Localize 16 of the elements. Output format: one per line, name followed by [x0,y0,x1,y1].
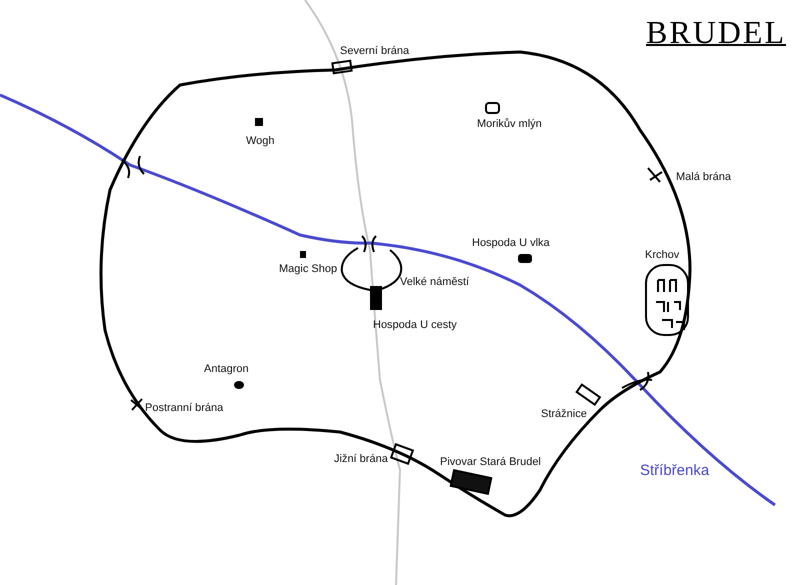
place-label: Morikův mlýn [477,118,542,131]
place-label: Velké náměstí [400,276,470,289]
place-label: Antagron [204,363,249,376]
place-label: Strážnice [541,408,587,421]
river-label: Stříbřenka [640,462,710,480]
place-label: Pivovar Stará Brudel [440,456,541,469]
place-label: Wogh [246,135,275,148]
place-label: Krchov [645,249,680,262]
place-label: Hospoda U vlka [472,237,550,250]
map-title: BRUDEL [646,14,786,50]
place-label: Jižní brána [334,453,388,466]
place-label: Hospoda U cesty [373,319,457,332]
place-label: Malá brána [676,171,732,184]
place-label: Severní brána [340,45,410,58]
place-label: Postranní brána [145,402,224,415]
place-label: Magic Shop [279,263,338,276]
